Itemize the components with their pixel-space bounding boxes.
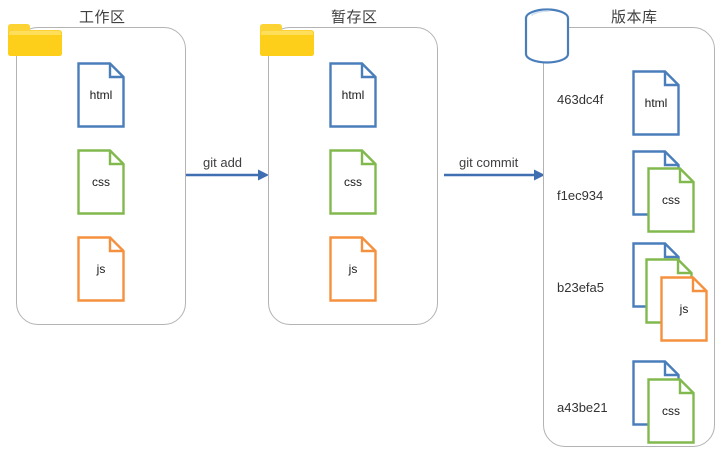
document-stack: css	[632, 146, 712, 238]
document-stack: css	[632, 360, 712, 448]
zone-title-working: 工作区	[79, 9, 126, 26]
zone-repository	[543, 27, 715, 447]
document-html: html	[632, 70, 680, 136]
commit-row: b23efa5 js	[543, 238, 715, 348]
document-stack: js	[632, 238, 712, 348]
document-html: html	[329, 62, 377, 128]
folder-icon	[259, 23, 315, 57]
document-js: js	[660, 276, 708, 342]
document-css: css	[647, 167, 695, 233]
arrow-git-add	[186, 168, 270, 182]
document-stack: html	[632, 62, 712, 146]
zone-title-staging: 暂存区	[331, 9, 378, 26]
commit-row: f1ec934 css	[543, 146, 715, 238]
commit-hash: a43be21	[557, 400, 608, 415]
document-css: css	[329, 149, 377, 215]
commit-row: 463dc4f html	[543, 62, 715, 146]
commit-hash: f1ec934	[557, 188, 604, 203]
document-js: js	[77, 236, 125, 302]
document-css: css	[77, 149, 125, 215]
zone-title-repository: 版本库	[611, 9, 658, 26]
document-js: js	[329, 236, 377, 302]
arrow-label-git-add: git add	[203, 155, 243, 170]
database-icon	[523, 8, 571, 64]
document-css: css	[647, 378, 695, 444]
arrow-label-git-commit: git commit	[459, 155, 519, 170]
commit-hash: 463dc4f	[557, 92, 604, 107]
commit-row: a43be21 css	[543, 360, 715, 448]
document-html: html	[77, 62, 125, 128]
folder-icon	[7, 23, 63, 57]
commit-hash: b23efa5	[557, 280, 604, 295]
arrow-git-commit	[444, 168, 546, 182]
